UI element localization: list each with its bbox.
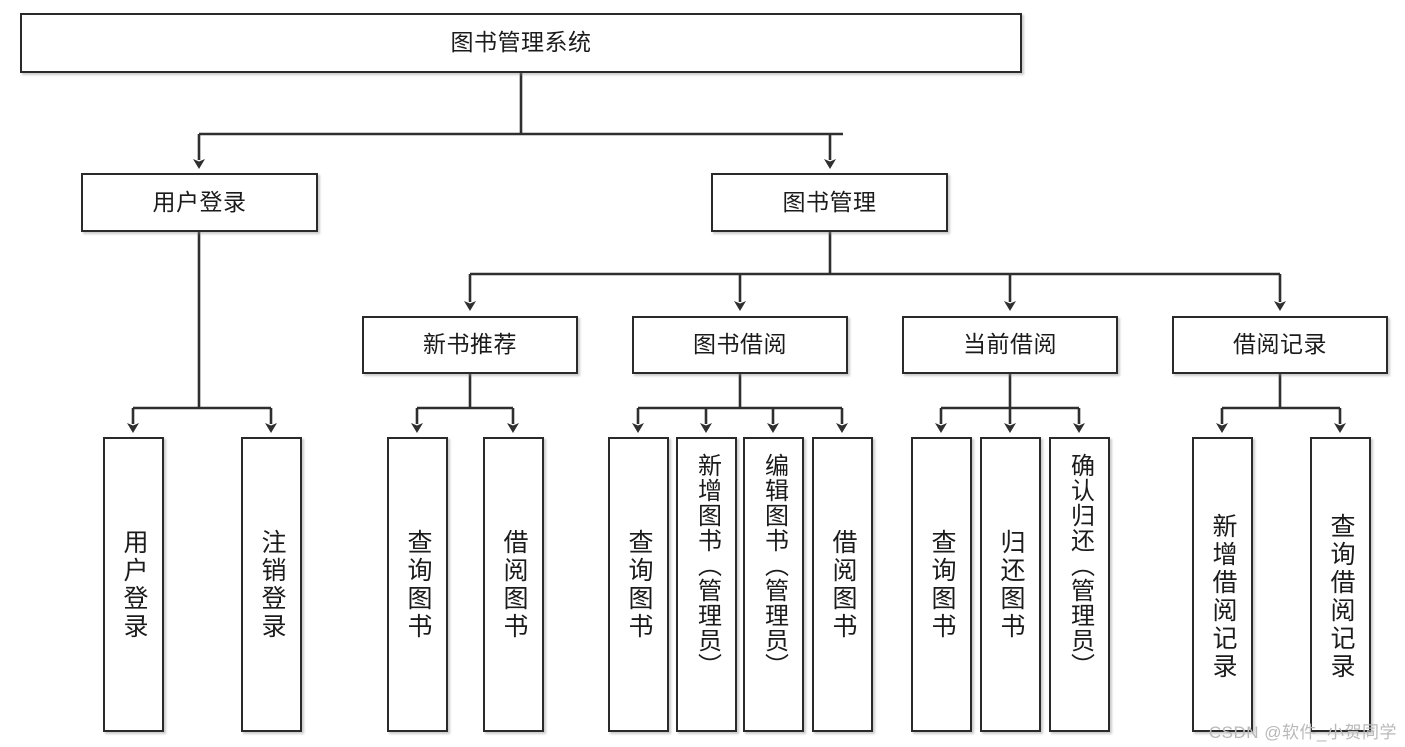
node-new-book-rec[interactable]: 新书推荐: [362, 316, 578, 374]
node-book-manage[interactable]: 图书管理: [711, 173, 948, 232]
leaf-confirm-return-label: 确认归还（管理员）: [1066, 453, 1094, 678]
leaf-return-book[interactable]: 归还图书: [980, 437, 1041, 732]
leaf-query-book-2-label: 查询图书: [625, 529, 653, 641]
leaf-query-record[interactable]: 查询借阅记录: [1310, 437, 1371, 732]
leaf-query-book-1-label: 查询图书: [404, 529, 432, 641]
node-new-book-rec-label: 新书推荐: [423, 331, 517, 358]
leaf-logout-label: 注销登录: [258, 529, 286, 641]
node-user-login-label: 用户登录: [152, 188, 247, 215]
leaf-query-book-3-label: 查询图书: [928, 529, 956, 641]
leaf-borrow-book-2-label: 借阅图书: [829, 529, 857, 641]
node-book-manage-label: 图书管理: [782, 188, 877, 215]
node-borrow-record-label: 借阅记录: [1233, 331, 1327, 358]
leaf-query-book-1[interactable]: 查询图书: [387, 437, 448, 732]
leaf-add-book-label: 新增图书（管理员）: [693, 453, 721, 678]
leaf-borrow-book-1-label: 借阅图书: [500, 529, 528, 641]
node-borrow-record[interactable]: 借阅记录: [1172, 316, 1388, 374]
csdn-watermark: CSDN @软件_小贺同学: [1208, 723, 1397, 742]
leaf-add-record[interactable]: 新增借阅记录: [1192, 437, 1253, 732]
leaf-query-book-3[interactable]: 查询图书: [911, 437, 972, 732]
node-book-borrow-label: 图书借阅: [693, 331, 787, 358]
leaf-query-book-2[interactable]: 查询图书: [608, 437, 669, 732]
node-root[interactable]: 图书管理系统: [20, 13, 1022, 73]
leaf-add-book[interactable]: 新增图书（管理员）: [676, 437, 737, 732]
leaf-borrow-book-2[interactable]: 借阅图书: [812, 437, 873, 732]
leaf-logout[interactable]: 注销登录: [241, 437, 302, 732]
leaf-confirm-return[interactable]: 确认归还（管理员）: [1049, 437, 1110, 732]
leaf-user-login-label: 用户登录: [120, 529, 148, 641]
node-current-borrow-label: 当前借阅: [963, 331, 1057, 358]
node-current-borrow[interactable]: 当前借阅: [902, 316, 1118, 374]
node-root-label: 图书管理系统: [450, 29, 592, 56]
leaf-borrow-book-1[interactable]: 借阅图书: [483, 437, 544, 732]
leaf-return-book-label: 归还图书: [997, 529, 1025, 641]
node-book-borrow[interactable]: 图书借阅: [632, 316, 848, 374]
leaf-edit-book[interactable]: 编辑图书（管理员）: [743, 437, 804, 732]
leaf-query-record-label: 查询借阅记录: [1327, 513, 1355, 681]
node-user-login[interactable]: 用户登录: [81, 173, 318, 232]
leaf-user-login[interactable]: 用户登录: [103, 437, 164, 732]
leaf-add-record-label: 新增借阅记录: [1209, 513, 1237, 681]
leaf-edit-book-label: 编辑图书（管理员）: [760, 453, 788, 678]
